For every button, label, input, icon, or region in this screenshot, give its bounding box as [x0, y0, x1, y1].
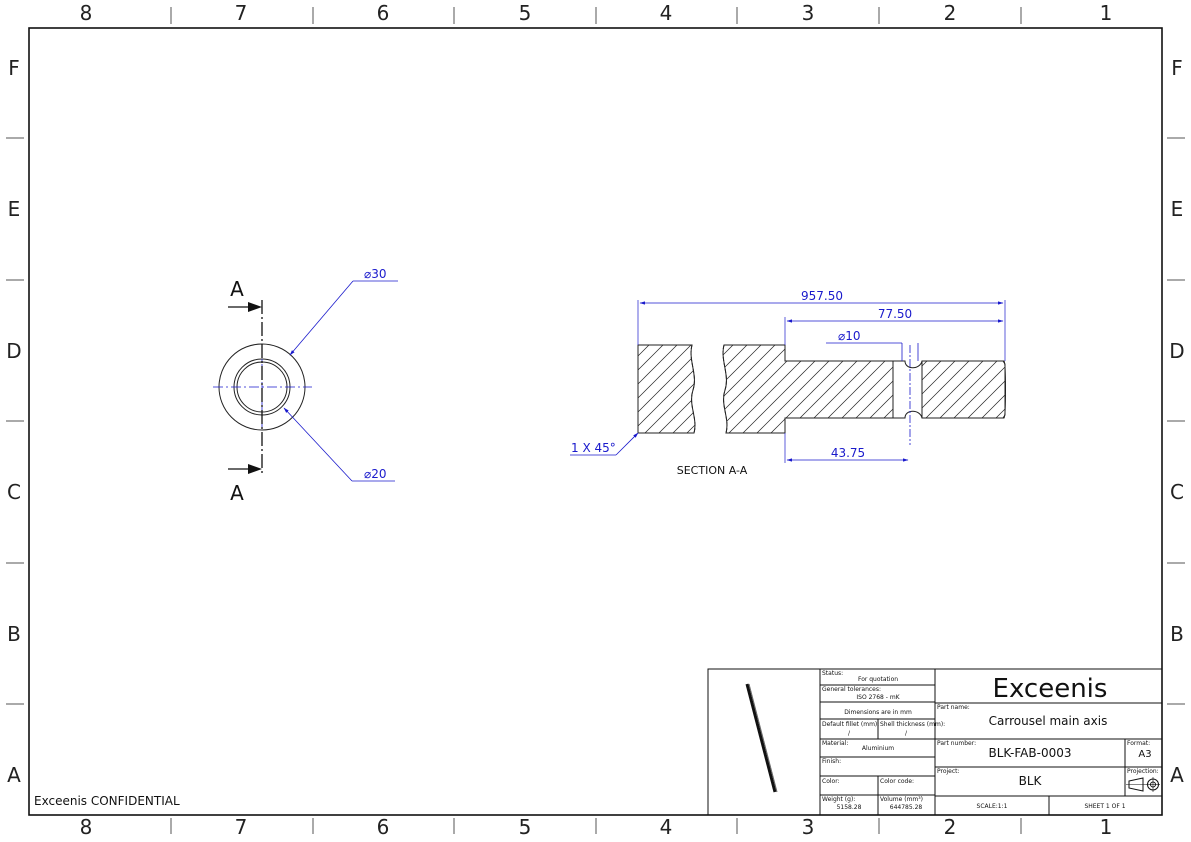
overall-length-dim: 957.50 — [801, 289, 843, 303]
groove-position-dim: 43.75 — [831, 446, 865, 460]
title-block — [707, 668, 1163, 816]
shaft-right-segment — [921, 360, 1006, 419]
zone-col-label: 6 — [377, 1, 390, 25]
zone-col-label: 3 — [802, 815, 815, 839]
project-label: Project: — [937, 768, 960, 775]
shaft-middle-segment — [722, 344, 894, 434]
section-view: 957.50 77.50 ⌀10 43.75 1 X 45° SECTION A… — [570, 289, 1006, 477]
part-number-label: Part number: — [937, 740, 976, 747]
status-label: Status: — [822, 670, 843, 677]
title-block-text: Status: For quotation General tolerances… — [822, 670, 1159, 811]
part-name-label: Part name: — [937, 704, 970, 711]
section-mark-top: A — [230, 277, 244, 301]
color-code-label: Color code: — [880, 778, 914, 785]
zone-row-label: D — [6, 339, 21, 363]
tolerance-value: ISO 2768 - mK — [856, 694, 900, 701]
zone-col-label: 4 — [660, 1, 673, 25]
zone-row-label: A — [1170, 763, 1184, 787]
zone-col-label: 2 — [944, 1, 957, 25]
groove-diameter-dim: ⌀10 — [838, 329, 861, 343]
zone-col-label: 4 — [660, 815, 673, 839]
color-label: Color: — [822, 778, 840, 785]
zone-col-label: 8 — [80, 1, 93, 25]
scale-value: SCALE:1:1 — [977, 803, 1008, 810]
zone-col-label: 1 — [1100, 1, 1113, 25]
material-value: Aluminium — [862, 745, 894, 752]
shell-label: Shell thickness (mm): — [880, 721, 945, 728]
part-name: Carrousel main axis — [989, 714, 1108, 728]
confidential-note: Exceenis CONFIDENTIAL — [34, 794, 180, 808]
zone-col-label: 1 — [1100, 815, 1113, 839]
zone-row-label: C — [7, 480, 21, 504]
format-value: A3 — [1138, 749, 1151, 760]
zone-ticks — [6, 7, 1185, 834]
fillet-label: Default fillet (mm): — [822, 721, 879, 728]
zone-col-label: 7 — [235, 1, 248, 25]
units-note: Dimensions are in mm — [844, 709, 912, 716]
section-arrow-top-icon — [248, 302, 262, 312]
inner-diameter-label: ⌀20 — [364, 467, 387, 481]
zone-row-label: C — [1170, 480, 1184, 504]
zone-row-label: E — [8, 197, 21, 221]
projection-symbol-icon — [1126, 777, 1160, 792]
step-length-dim: 77.50 — [878, 307, 912, 321]
zone-labels-right: F E D C B A — [1169, 56, 1184, 787]
zone-col-label: 7 — [235, 815, 248, 839]
shaft-left-segment — [637, 344, 696, 434]
weight-label: Weight (g): — [822, 796, 855, 803]
zone-col-label: 3 — [802, 1, 815, 25]
sheet-value: SHEET 1 OF 1 — [1084, 803, 1125, 810]
zone-row-label: E — [1171, 197, 1184, 221]
section-title: SECTION A-A — [677, 464, 748, 477]
zone-labels-left: F E D C B A — [6, 56, 21, 787]
material-label: Material: — [822, 740, 848, 747]
zone-col-label: 2 — [944, 815, 957, 839]
zone-row-label: F — [8, 56, 20, 80]
zone-row-label: D — [1169, 339, 1184, 363]
zone-row-label: A — [7, 763, 21, 787]
zone-row-label: B — [7, 622, 21, 646]
fillet-value: / — [848, 730, 851, 737]
outer-diameter-label: ⌀30 — [364, 267, 387, 281]
zone-row-label: B — [1170, 622, 1184, 646]
finish-label: Finish: — [822, 758, 841, 765]
company-name: Exceenis — [993, 674, 1108, 704]
section-mark-bottom: A — [230, 481, 244, 505]
zone-col-label: 5 — [519, 1, 532, 25]
volume-value: 644785.28 — [890, 804, 923, 811]
shell-value: / — [905, 730, 908, 737]
chamfer-note: 1 X 45° — [571, 441, 616, 455]
projection-label: Projection: — [1127, 768, 1159, 775]
zone-row-label: F — [1171, 56, 1183, 80]
zone-labels-top: 8 7 6 5 4 3 2 1 — [80, 1, 1113, 25]
end-view: A A ⌀30 ⌀20 — [213, 267, 398, 505]
zone-labels-bottom: 8 7 6 5 4 3 2 1 — [80, 815, 1113, 839]
project-value: BLK — [1019, 774, 1043, 788]
zone-col-label: 5 — [519, 815, 532, 839]
part-number: BLK-FAB-0003 — [989, 746, 1072, 760]
volume-label: Volume (mm³) — [880, 796, 923, 803]
part-preview — [745, 683, 778, 793]
section-arrow-bottom-icon — [248, 464, 262, 474]
format-label: Format: — [1127, 740, 1150, 747]
zone-col-label: 6 — [377, 815, 390, 839]
tolerance-label: General tolerances: — [822, 686, 881, 693]
zone-col-label: 8 — [80, 815, 93, 839]
status-value: For quotation — [858, 676, 898, 683]
weight-value: 5158.28 — [837, 804, 862, 811]
